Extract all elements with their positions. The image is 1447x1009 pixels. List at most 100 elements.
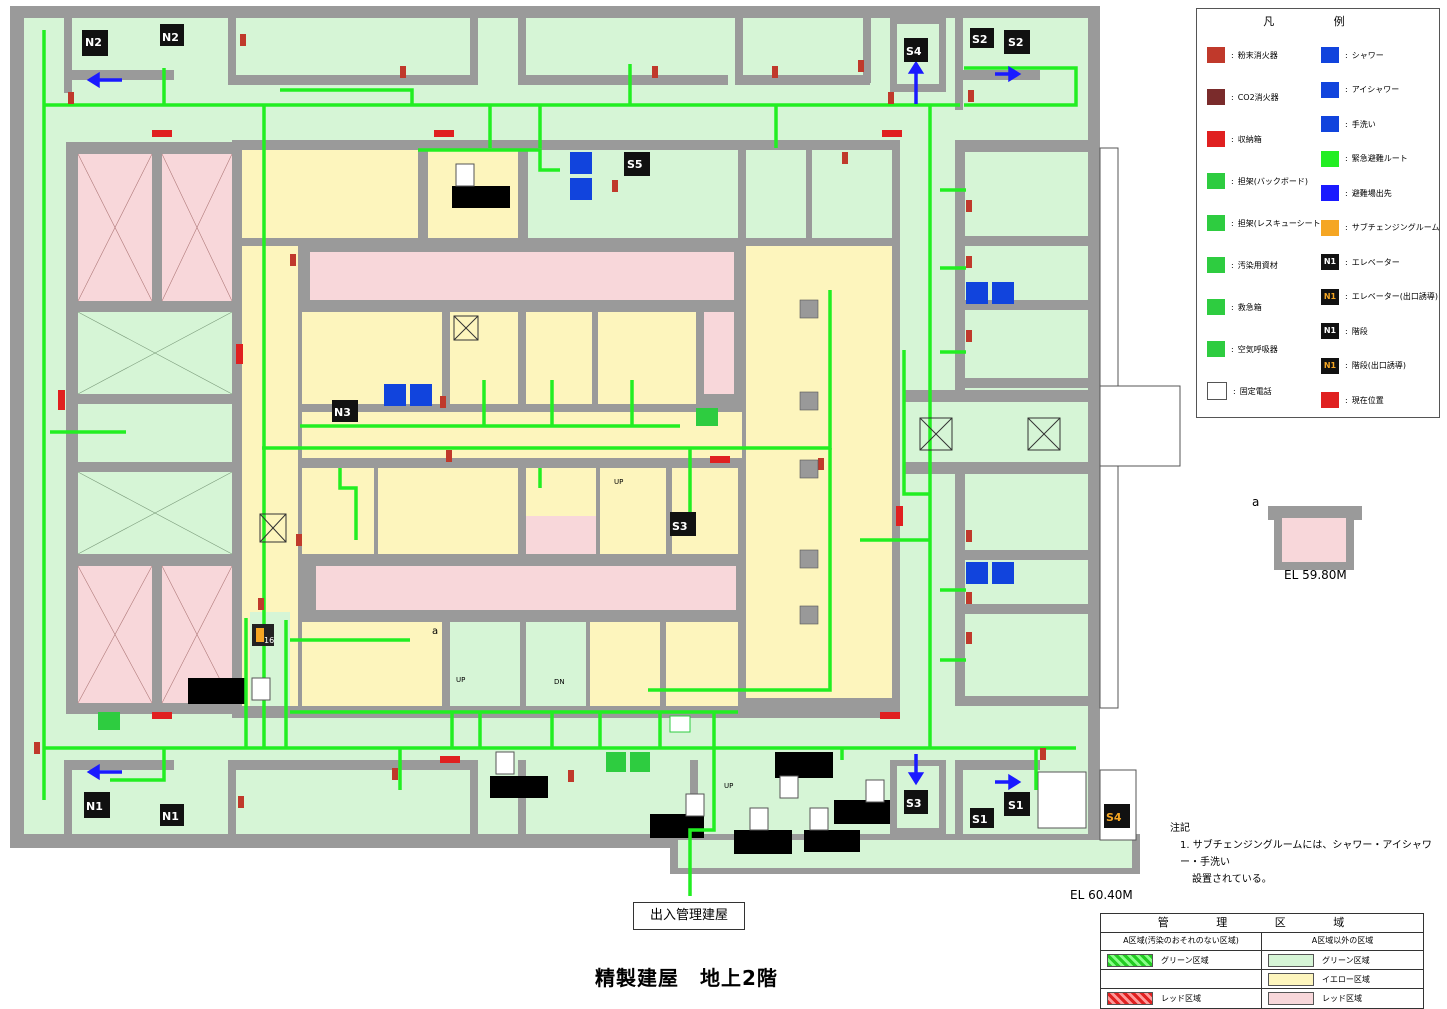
stairs-icon: N1 [84, 792, 110, 818]
svg-text:N3: N3 [334, 406, 351, 419]
extinguisher-icons [34, 34, 1046, 808]
stairs-icon: S3 [904, 790, 928, 814]
svg-text:UP: UP [456, 676, 465, 684]
stairs-icon: N2 [82, 30, 108, 56]
legend-label: 担架(バックボード) [1237, 176, 1308, 186]
stairs-icons: N2 N2 S4 S2 S2 N3 S5 S3 N1 N1 S3 S1 S1 S… [82, 24, 1130, 828]
eye-shower-icon [992, 562, 1014, 584]
hand-wash-icon [1321, 116, 1339, 132]
exit-arrows [86, 60, 1022, 791]
elevation-main: EL 60.40M [1070, 888, 1133, 902]
elevator-icon: N1 [1321, 254, 1339, 270]
fixed-phone-icon [685, 793, 705, 817]
svg-text:N1: N1 [86, 800, 103, 813]
respirator-icon [606, 752, 650, 772]
svg-text:N2: N2 [85, 36, 102, 49]
legend-item: :収納箱 [1207, 129, 1262, 149]
svg-text:S1: S1 [972, 813, 988, 826]
legend-item: :アイシャワー [1321, 80, 1399, 100]
absorbent-icon [1207, 257, 1225, 273]
eye-shower-icon [570, 178, 592, 200]
stairs-icon: S5 [624, 152, 650, 176]
legend-label: CO2消火器 [1237, 92, 1279, 102]
legend-title: 凡 例 [1263, 15, 1373, 28]
col-a: A区域(汚染のおそれのない区域) グリーン区域 レッド区域 [1101, 932, 1262, 1008]
elevator-exit-icon: N1 [1321, 288, 1339, 305]
hand-wash-icon [966, 562, 988, 584]
legend-label: 現在位置 [1351, 395, 1384, 405]
legend-item: N1:エレベーター(出口誘導) [1321, 287, 1438, 307]
stairs-icon: N3 [332, 400, 358, 422]
notes-heading: 注記 [1170, 823, 1190, 834]
legend-label: シャワー [1351, 50, 1384, 60]
storage-box-icon [1207, 131, 1225, 147]
svg-text:UP: UP [724, 782, 733, 790]
col-b-header: A区域以外の区域 [1262, 932, 1423, 951]
row-a-blank [1101, 970, 1261, 989]
absorbent-icon [98, 712, 120, 730]
management-title: 管 理 区 域 [1101, 914, 1423, 933]
svg-text:16: 16 [264, 636, 274, 645]
legend-label: 汚染用資材 [1237, 260, 1278, 270]
legend-item: N1:エレベーター [1321, 252, 1400, 272]
stretcher-backboard-icon [1207, 173, 1225, 189]
evacuation-route-icon [1321, 150, 1339, 167]
legend: 凡 例 :粉末消火器:CO2消火器:収納箱:担架(バックボード):担架(レスキュ… [1196, 8, 1440, 418]
row-b-yellow: イエロー区域 [1262, 970, 1423, 989]
first-aid-box-icon [1207, 299, 1225, 315]
elevator-icon: N1 [160, 804, 184, 826]
legend-item: :担架(バックボード) [1207, 171, 1308, 191]
shower-icons [384, 152, 1014, 584]
col-a-header: A区域(汚染のおそれのない区域) [1101, 932, 1261, 951]
svg-text:N2: N2 [162, 31, 179, 44]
svg-text:UP: UP [614, 478, 623, 486]
svg-text:DN: DN [554, 678, 565, 686]
legend-item: :救急箱 [1207, 297, 1262, 317]
management-area-table: 管 理 区 域 A区域(汚染のおそれのない区域) グリーン区域 レッド区域 A区… [1100, 913, 1424, 1009]
notes: 注記 1. サブチェンジングルームには、シャワー・アイシャワー・手洗い 設置され… [1170, 820, 1447, 888]
absorbent-icon [696, 408, 718, 426]
fixed-phone-icon [865, 779, 885, 803]
stairs-icon: S1 [1004, 792, 1030, 816]
green-swatch [1107, 953, 1153, 967]
legend-label: エレベーター(出口誘導) [1351, 292, 1438, 301]
co2-extinguisher-icon [1207, 89, 1225, 105]
shower-icon [1321, 47, 1339, 63]
legend-label: 担架(レスキューシート) [1237, 218, 1324, 228]
notes-line1: 1. サブチェンジングルームには、シャワー・アイシャワー・手洗い [1180, 840, 1432, 868]
legend-label: エレベーター [1351, 257, 1400, 267]
legend-label: 緊急避難ルート [1351, 154, 1408, 163]
legend-item: N1:階段 [1321, 321, 1368, 341]
legend-label: アイシャワー [1351, 85, 1400, 94]
svg-text:S4: S4 [1106, 811, 1122, 824]
shower-icon [570, 152, 592, 174]
stairs-icon: S3 [670, 512, 696, 536]
legend-item: :現在位置 [1321, 390, 1384, 410]
legend-label: 固定電話 [1239, 386, 1272, 396]
stairs-icon: S4 [904, 38, 928, 62]
stairs-exit-icon: N1 [1321, 357, 1339, 374]
legend-item: :汚染用資材 [1207, 255, 1278, 275]
hatch-icons [259, 315, 1061, 543]
eye-shower-icon [992, 282, 1014, 304]
changing-room-icon [1321, 219, 1339, 236]
evacuation-routes [42, 30, 1078, 896]
row-a-green: グリーン区域 [1101, 951, 1261, 970]
exit-building-label: 出入管理建屋 [633, 902, 745, 930]
yellow-zone [242, 150, 418, 238]
svg-text:N1: N1 [162, 810, 179, 823]
stair-direction-labels: DN UP UP UP [456, 478, 733, 790]
stairs-icon: S2 [1004, 30, 1030, 54]
legend-item: :緊急避難ルート [1321, 149, 1408, 169]
legend-item: :シャワー [1321, 45, 1384, 65]
shower-icon [384, 384, 406, 406]
exit-route-icon [1321, 185, 1339, 201]
legend-item: :粉末消火器 [1207, 45, 1278, 65]
svg-text:S2: S2 [1008, 36, 1024, 49]
section-inset [1268, 506, 1362, 570]
fixed-phone-icon [809, 807, 829, 831]
svg-text:S4: S4 [906, 45, 922, 58]
legend-label: 収納箱 [1237, 134, 1262, 144]
hand-wash-icon [966, 282, 988, 304]
